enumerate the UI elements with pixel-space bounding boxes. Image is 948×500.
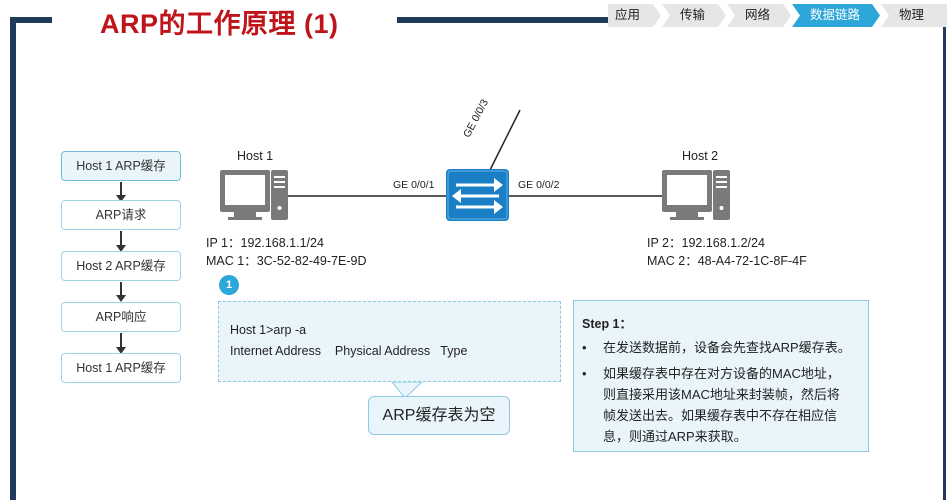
host1-ip: IP 1：192.168.1.1/24 [206,236,324,250]
step-item-text-line: 如果缓存表中存在对方设备的MAC地址， [603,366,840,381]
frame-top-left [10,17,52,23]
switch-icon [446,169,509,221]
step-item-text-line: 则直接采用该MAC地址来封装帧，然后将 [603,387,840,402]
flow-arrow [116,282,126,302]
port-label-ge2: GE 0/0/2 [518,179,560,191]
step-item: • 如果缓存表中存在对方设备的MAC地址， 则直接采用该MAC地址来封装帧，然后… [582,363,865,447]
computer-icon [662,170,730,220]
host1-mac: MAC 1：3C-52-82-49-7E-9D [206,254,367,268]
step-item-text-line: 帧发送出去。如果缓存表中不存在相应信 [603,408,838,423]
host2-mac: MAC 2：48-A4-72-1C-8F-4F [647,254,807,268]
page-title: ARP的工作原理 (1) [100,9,339,39]
host2-name: Host 2 [682,149,719,163]
flow-arrow [116,333,126,354]
flow-step-arp-request: ARP请求 [61,200,181,230]
cli-output-panel: Host 1>arp -a Internet Address Physical … [218,301,561,382]
cli-command: Host 1>arp -a [230,323,307,337]
cli-table-header: Internet Address Physical Address Type [230,344,468,358]
port-label-ge1: GE 0/0/1 [393,179,435,191]
step-item-text: 在发送数据前，设备会先查找ARP缓存表。 [603,340,851,355]
step-number-badge: 1 [219,275,239,295]
computer-icon [220,170,288,220]
step-title: Step 1： [582,317,633,331]
flow-step-arp-reply: ARP响应 [61,302,181,332]
host2-ip: IP 2：192.168.1.2/24 [647,236,765,250]
step-explanation-panel: Step 1： • 在发送数据前，设备会先查找ARP缓存表。 • 如果缓存表中存… [573,300,869,452]
step-item-text-line: 息，则通过ARP来获取。 [603,429,747,444]
bullet: • [582,366,587,381]
bullet: • [582,340,587,355]
flow-step-host2-cache: Host 2 ARP缓存 [61,251,181,281]
step-item: • 在发送数据前，设备会先查找ARP缓存表。 [582,337,865,358]
flow-arrow [116,231,126,252]
flow-step-host1-cache-final: Host 1 ARP缓存 [61,353,181,383]
frame-right [943,27,946,500]
frame-top-middle [397,17,608,23]
link-switch-ge3 [489,109,521,171]
flow-arrow [116,182,126,202]
breadcrumb-item-physical[interactable]: 物理层 [881,4,947,27]
host1-name: Host 1 [237,149,274,163]
empty-cache-callout: ARP缓存表为空 [368,396,510,435]
frame-left [10,17,16,500]
flow-step-host1-cache: Host 1 ARP缓存 [61,151,181,181]
